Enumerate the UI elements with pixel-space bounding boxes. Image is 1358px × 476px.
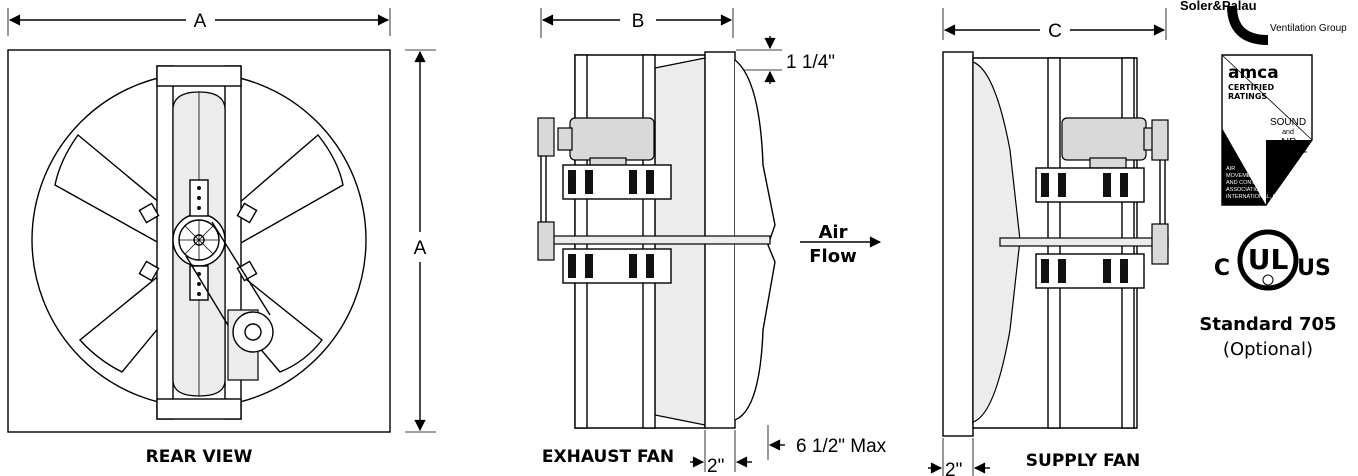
exhaust-fan-view: B 1 1/4": [537, 8, 887, 476]
brand-subtitle: Ventilation Group: [1270, 23, 1347, 34]
supply-fan-caption: SUPPLY FAN: [1026, 451, 1140, 471]
svg-text:PERFORMANCE: PERFORMANCE: [1269, 149, 1309, 155]
svg-text:C: C: [1214, 256, 1230, 281]
soler-palau-logo: Soler&Palau Ventilation Group: [1180, 0, 1347, 45]
amca-wordmark: amca: [1228, 63, 1279, 83]
exhaust-fan-caption: EXHAUST FAN: [542, 447, 674, 467]
rear-height-label: A: [414, 238, 427, 259]
supply-motor: [1061, 117, 1147, 161]
svg-text:US: US: [1297, 256, 1331, 281]
exhaust-motor: [569, 117, 655, 161]
exhaust-depth-label: B: [632, 11, 645, 32]
exhaust-flange-label: 2": [707, 456, 724, 476]
supply-depth-label: C: [1048, 21, 1062, 42]
airflow-label-line1: Air: [819, 222, 848, 243]
svg-text:RATINGS: RATINGS: [1228, 92, 1267, 101]
rear-view: A A: [7, 8, 436, 467]
svg-text:MOVEMENT: MOVEMENT: [1226, 173, 1258, 179]
ul-mark: UL: [1248, 243, 1289, 276]
brand-name: Soler&Palau: [1180, 0, 1257, 13]
svg-text:AND CONTROL: AND CONTROL: [1226, 180, 1266, 186]
rear-width-label: A: [194, 11, 207, 32]
svg-text:INTERNATIONAL, INC.: INTERNATIONAL, INC.: [1226, 194, 1284, 200]
exhaust-max-label: 6 1/2" Max: [796, 436, 887, 457]
supply-fan-view: C 2" SUPPLY FAN: [928, 8, 1169, 476]
svg-text:CERTIFIED: CERTIFIED: [1228, 83, 1274, 92]
flange-offset-label: 1 1/4": [786, 52, 835, 73]
supply-front-flange: [942, 51, 974, 437]
airflow-label-line2: Flow: [809, 246, 856, 267]
svg-text:ASSOCIATION: ASSOCIATION: [1226, 187, 1263, 193]
motor-pulley: [232, 311, 274, 353]
svg-text:and: and: [1282, 129, 1294, 136]
ul-circle-icon: [1237, 229, 1299, 291]
svg-text:AIR: AIR: [1280, 137, 1297, 148]
svg-text:AIR: AIR: [1226, 166, 1235, 172]
ul-certification-mark: C UL US Standard 705 (Optional): [1199, 229, 1337, 360]
standard-label: Standard 705: [1199, 314, 1336, 335]
svg-text:SOUND: SOUND: [1270, 117, 1306, 128]
amca-seal: amca CERTIFIED RATINGS SOUND and AIR PER…: [1221, 54, 1313, 206]
supply-flange-label: 2": [945, 460, 962, 476]
rear-view-caption: REAR VIEW: [146, 447, 253, 467]
optional-label: (Optional): [1223, 339, 1313, 360]
